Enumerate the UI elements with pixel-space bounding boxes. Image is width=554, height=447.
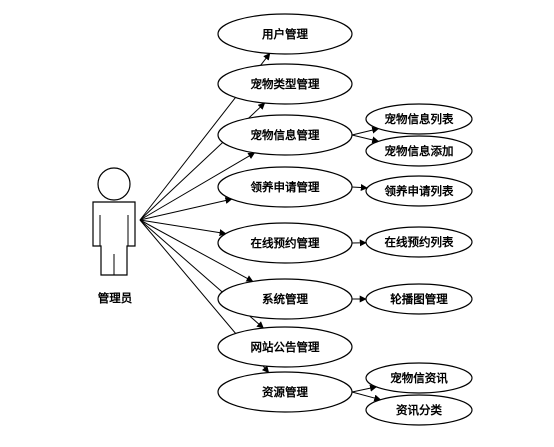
use-case: 宠物类型管理 [217,63,353,105]
use-case: 资源管理 [217,371,353,413]
use-case: 在线预约管理 [217,222,353,264]
sub-use-case-ellipse [365,135,473,167]
sub-use-case-arrow [351,391,382,402]
use-case-label: 宠物信息管理 [251,128,320,142]
sub-use-case-arrow [351,184,368,192]
use-case: 领养申请管理 [217,166,353,208]
sub-use-case: 宠物信息添加 [365,135,473,167]
sub-use-case-label: 宠物信息添加 [385,144,454,158]
use-case-label: 网站公告管理 [251,340,320,354]
use-case-label: 在线预约管理 [251,236,320,250]
use-case: 宠物信息管理 [217,114,353,156]
actor-label: 管理员 [98,291,133,305]
use-case-ellipse [217,222,353,264]
association-arrow [139,152,256,221]
sub-use-case-arrow [351,126,380,136]
use-case-label: 领养申请管理 [250,180,320,194]
sub-use-case-label: 轮播图管理 [390,292,448,306]
sub-use-case: 宠物信资讯 [365,362,473,394]
use-case: 网站公告管理 [217,326,353,368]
association-arrow [139,197,233,221]
use-case: 系统管理 [217,278,353,320]
sub-use-case-ellipse [365,175,473,207]
sub-use-case-label: 宠物信资讯 [390,371,448,385]
sub-use-case-label: 领养申请列表 [384,184,454,198]
actor-body [92,201,136,276]
sub-use-case-arrow [351,384,378,393]
sub-use-case: 领养申请列表 [365,175,473,207]
sub-use-case: 轮播图管理 [365,283,473,315]
use-case-label: 系统管理 [262,292,308,306]
use-case-ellipse [217,278,353,320]
use-case-ellipse [217,166,353,208]
association-arrow [139,219,254,282]
use-case-ellipse [217,371,353,413]
actor-head [97,167,131,201]
sub-use-case: 资讯分类 [365,394,473,426]
use-case: 用户管理 [217,13,353,55]
sub-use-case: 宠物信息列表 [365,103,473,135]
use-case-label: 资源管理 [262,385,308,399]
sub-use-case: 在线预约列表 [365,226,473,258]
association-arrow [139,219,227,237]
sub-use-case-label: 宠物信息列表 [385,112,454,126]
use-case-ellipse [217,13,353,55]
use-case-ellipse [217,63,353,105]
actor-figure [92,167,136,276]
use-case-ellipse [217,114,353,156]
use-case-label: 用户管理 [261,27,308,41]
sub-use-case-ellipse [365,283,473,315]
sub-use-case-ellipse [365,394,473,426]
use-case-label: 宠物类型管理 [251,77,320,91]
sub-use-case-label: 资讯分类 [396,403,442,417]
sub-use-case-ellipse [365,226,473,258]
sub-use-case-ellipse [365,362,473,394]
sub-use-case-ellipse [365,103,473,135]
use-case-ellipse [217,326,353,368]
sub-use-case-arrow [351,134,380,144]
sub-use-case-label: 在线预约列表 [385,235,454,249]
